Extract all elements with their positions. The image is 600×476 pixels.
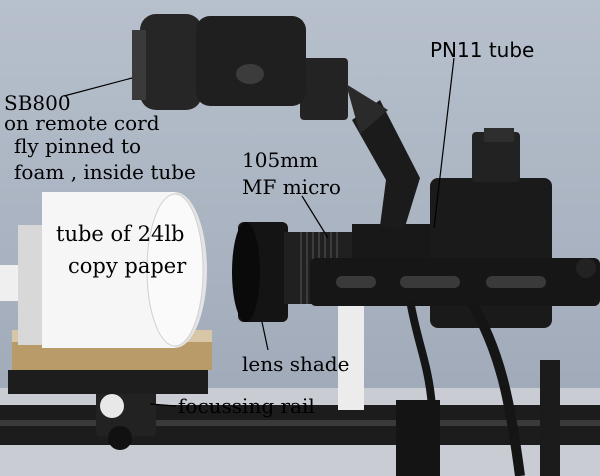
sb800-flash-body (196, 16, 306, 106)
sb800-label: SB800 (4, 91, 71, 115)
stage-plate (8, 370, 208, 394)
tripod-base (396, 400, 440, 476)
foam-tube-label: foam , inside tube (14, 160, 196, 184)
sb800-flash-head (140, 14, 202, 110)
focussing-rail-label: focussing rail (178, 394, 315, 418)
paper-tube-label-1: tube of 24lb (56, 222, 185, 246)
lens-shade-label: lens shade (242, 352, 350, 376)
remote-cord-label: on remote cord (4, 111, 160, 135)
bracket-knob (576, 258, 596, 278)
support-post (338, 300, 364, 410)
paper-tube-label-2: copy paper (68, 254, 187, 278)
shade-pointer (261, 321, 269, 351)
pn11-pointer (433, 57, 455, 229)
rail-knob-white (100, 394, 124, 418)
camera-prism (472, 132, 520, 182)
lens-pointer (301, 195, 329, 239)
pn11-label: PN11 tube (430, 38, 535, 62)
rail-pointer (149, 403, 177, 407)
sb800-pointer (63, 77, 133, 97)
flash-mount (300, 58, 348, 120)
fly-pinned-label: fly pinned to (14, 134, 142, 158)
lens-105-label: 105mm (242, 148, 319, 172)
rail-knob (108, 426, 132, 450)
flash-arm (352, 100, 420, 230)
mf-micro-label: MF micro (242, 175, 341, 199)
